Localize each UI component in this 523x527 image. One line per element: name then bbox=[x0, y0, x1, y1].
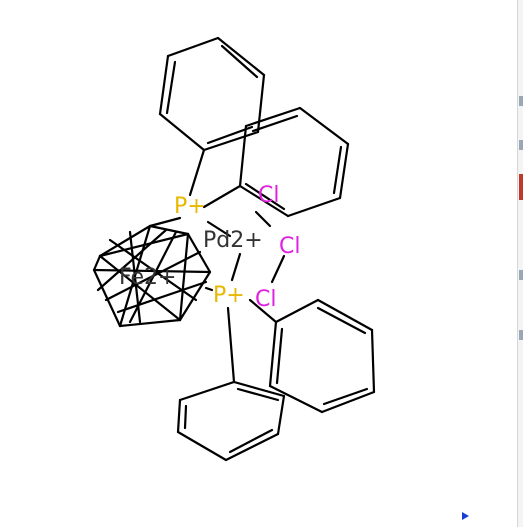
atom-label-chlorine-2: Cl bbox=[279, 234, 300, 259]
window-edge bbox=[517, 0, 523, 527]
atom-labels: P+ Pd2+ Fe2+ P+ Cl Cl Cl bbox=[119, 183, 300, 312]
play-triangle-icon[interactable] bbox=[462, 512, 469, 520]
edge-marker bbox=[519, 270, 523, 280]
atom-label-chlorine-1: Cl bbox=[258, 183, 279, 208]
atom-label-palladium: Pd2+ bbox=[203, 228, 263, 253]
atom-label-iron: Fe2+ bbox=[119, 265, 176, 290]
edge-marker-highlight bbox=[519, 174, 523, 200]
edge-marker bbox=[519, 330, 523, 340]
atom-label-phosphorus-upper: P+ bbox=[174, 194, 206, 219]
bond-lines bbox=[92, 36, 376, 462]
edge-marker bbox=[519, 140, 523, 150]
atom-label-phosphorus-lower: P+ bbox=[213, 283, 245, 308]
edge-marker bbox=[519, 96, 523, 106]
atom-label-chlorine-3: Cl bbox=[255, 287, 276, 312]
